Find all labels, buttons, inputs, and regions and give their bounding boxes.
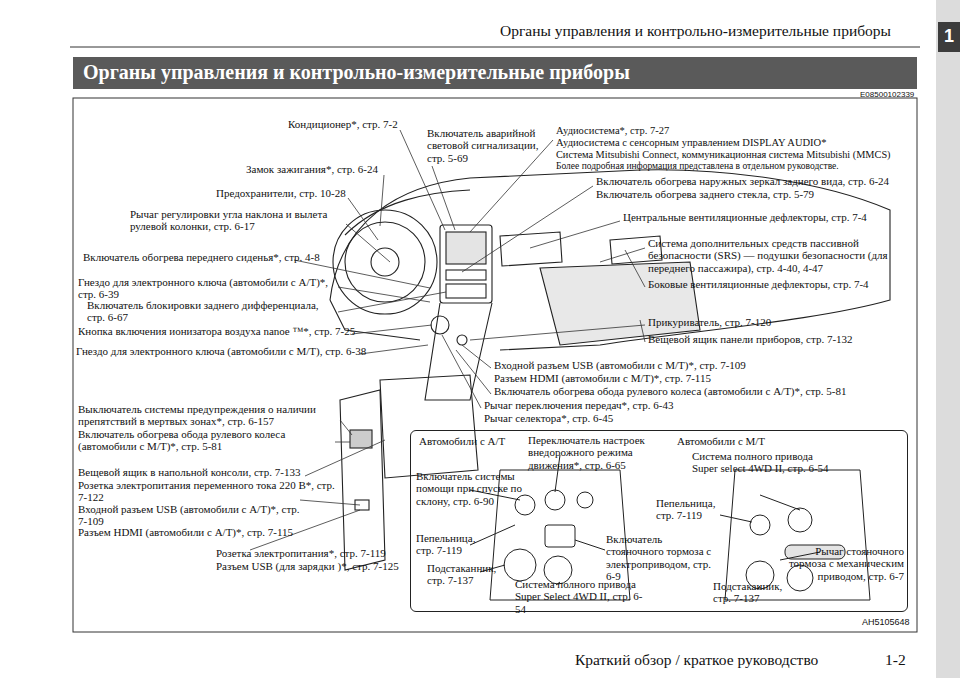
callout-label: Пепельница, стр. 7-119: [656, 497, 730, 522]
frame: [73, 98, 917, 632]
callout-label: Подстаканник, стр. 7-137: [427, 562, 509, 587]
callout-label: Розетка электропитания*, стр. 7-119: [216, 547, 386, 559]
callout-label: Пепельница, стр. 7-119: [416, 532, 490, 557]
callout-label: Рычаг переключения передач*, стр. 6-43: [484, 399, 674, 411]
callout-label: Подстаканник, стр. 7-137: [713, 580, 795, 605]
callout-label: Центральные вентиляционные дефлекторы, с…: [623, 211, 867, 223]
callout-label: Включатель блокировки заднего дифференци…: [87, 299, 339, 324]
callout-label: Разъем USB (для зарядки )*, стр. 7-125: [216, 560, 399, 572]
callout-label: Вещевой ящик в напольной консоли, стр. 7…: [78, 466, 300, 478]
callout-label: Включатель обогрева заднего стекла, стр.…: [596, 188, 814, 200]
chapter-number: 1: [938, 26, 960, 46]
callout-label: Включатель стояночного тормоза с электро…: [606, 533, 716, 582]
callout-label: Переключатель настроек внедорожного режи…: [528, 434, 660, 471]
callout-label: Система дополнительных средств пассивной…: [648, 237, 896, 274]
running-header: Органы управления и контрольно-измерител…: [500, 22, 891, 39]
callout-label: Включатель обогрева наружных зеркал задн…: [596, 175, 889, 187]
callout-label: Включатель обогрева обода рулевого колес…: [494, 385, 847, 397]
callout-label: Рычаг стояночного тормоза с механическим…: [780, 545, 904, 582]
figure-code: AH5105648: [862, 617, 910, 627]
footer-text: Краткий обзор / краткое руководство: [575, 651, 818, 668]
callout-label: Вещевой ящик панели приборов, стр. 7-132: [648, 333, 853, 345]
callout-label: Включатель системы помощи при спуске по …: [416, 470, 526, 507]
callout-label: Прикуриватель, стр. 7-120: [648, 316, 771, 328]
callout-label: Предохранители, стр. 10-28: [216, 187, 346, 199]
callout-label: Разъем HDMI (автомобили с A/T)*, стр. 7-…: [78, 526, 293, 538]
callout-label: Кнопка включения ионизатора воздуха nano…: [78, 325, 355, 337]
callout-label: Выключатель системы предупреждения о нал…: [78, 403, 340, 428]
group-heading: Автомобили с M/T: [677, 435, 765, 447]
callout-label: Рычаг селектора*, стр. 6-45: [484, 412, 613, 424]
callout-label: Аудиосистема*, стр. 7-27: [556, 125, 669, 137]
dashboard: [330, 170, 890, 570]
title-band: Органы управления и контрольно-измерител…: [73, 57, 917, 89]
callout-label: Включатель обогрева обода рулевого колес…: [78, 428, 333, 453]
title-text: Органы управления и контрольно-измерител…: [83, 61, 630, 84]
chapter-tab: 1: [938, 22, 960, 52]
callout-label: Включатель аварийной световой сигнализац…: [427, 127, 549, 164]
group-heading: Автомобили с A/T: [419, 435, 505, 447]
callout-label: Кондиционер*, стр. 7-2: [288, 118, 398, 130]
callout-label: Гнездо для электронного ключа (автомобил…: [78, 276, 340, 301]
callout-label: Более подробная информация представлена …: [556, 161, 839, 172]
callout-label: Система Mitsubishi Connect, коммуникацио…: [556, 149, 891, 161]
callout-label: Аудиосистема с сенсорным управлением DIS…: [556, 137, 826, 149]
side-strip: [936, 0, 960, 678]
callout-label: Боковые вентиляционные дефлекторы, стр. …: [648, 278, 869, 290]
callout-label: Система полного привода Super select 4WD…: [692, 450, 832, 475]
callout-label: Входной разъем USB (автомобили с M/T)*, …: [494, 359, 746, 371]
callout-label: Входной разъем USB (автомобили с A/T)*, …: [78, 503, 310, 528]
callout-label: Система полного привода Super Select 4WD…: [515, 578, 647, 615]
callout-label: Замок зажигания*, стр. 6-24: [246, 163, 378, 175]
callout-label: Разъем HDMI (автомобили с M/T)*, стр. 7-…: [494, 372, 711, 384]
callout-label: Гнездо для электронного ключа (автомобил…: [76, 345, 366, 357]
header-rule: [70, 47, 920, 48]
callout-label: Рычаг регулировки угла наклона и вылета …: [130, 208, 350, 233]
page-code: E08500102339: [860, 91, 914, 100]
callout-label: Включатель обогрева переднего сиденья*, …: [83, 251, 320, 263]
callout-label: Розетка электропитания переменного тока …: [78, 479, 340, 504]
page-number: 1-2: [885, 651, 906, 668]
